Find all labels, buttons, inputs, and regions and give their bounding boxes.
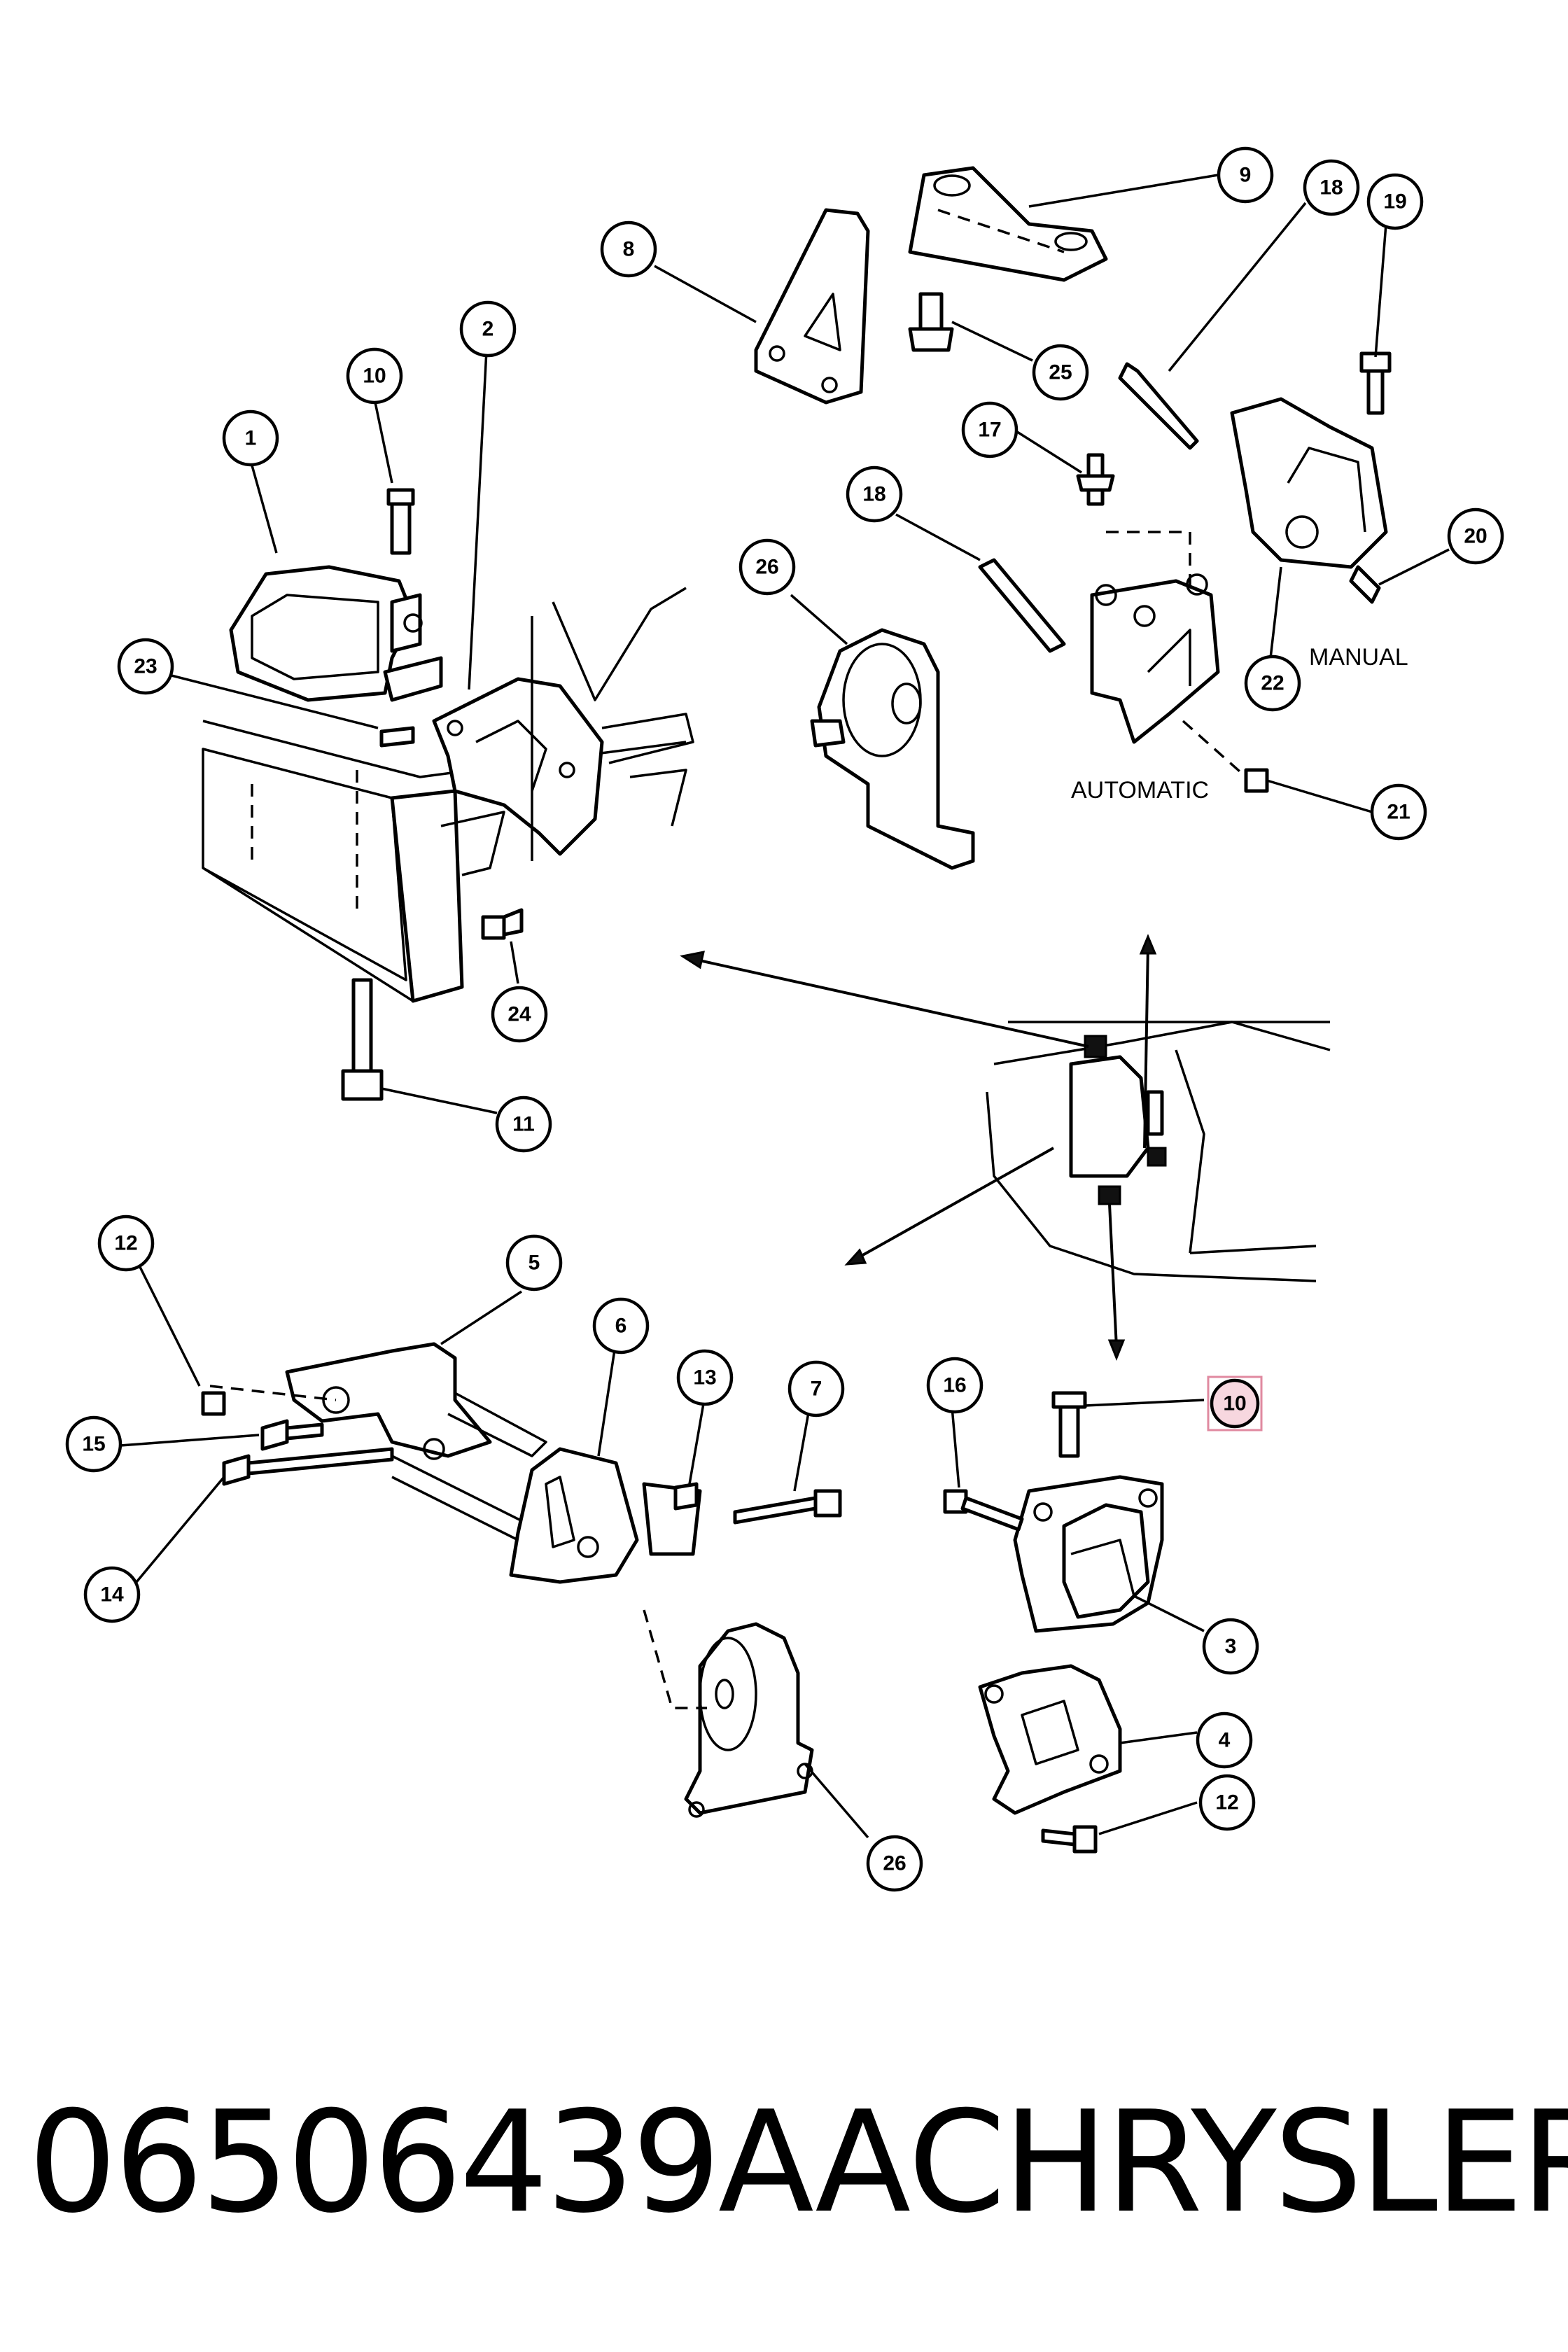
svg-text:18: 18 bbox=[862, 483, 886, 506]
bracket-2-drawing bbox=[432, 587, 694, 876]
svg-text:3: 3 bbox=[1225, 1635, 1237, 1658]
svg-text:10: 10 bbox=[363, 365, 386, 388]
svg-text:26: 26 bbox=[883, 1852, 906, 1875]
svg-text:10: 10 bbox=[1223, 1392, 1246, 1415]
svg-text:13: 13 bbox=[693, 1366, 716, 1390]
svg-text:20: 20 bbox=[1464, 525, 1487, 548]
svg-text:11: 11 bbox=[512, 1113, 535, 1136]
svg-text:14: 14 bbox=[100, 1583, 124, 1606]
callout-9: 9 bbox=[1217, 146, 1274, 204]
manual-mount-drawing bbox=[1118, 351, 1392, 604]
callout-22: 22 bbox=[1244, 654, 1301, 712]
part-number: 06506439AA bbox=[28, 2081, 911, 2244]
bracket-4-drawing bbox=[978, 1664, 1122, 1854]
callout-4: 4 bbox=[1196, 1712, 1253, 1769]
svg-text:5: 5 bbox=[528, 1252, 540, 1275]
callout-20: 20 bbox=[1447, 507, 1504, 565]
callout-18-automatic: 18 bbox=[846, 465, 903, 523]
callout-21: 21 bbox=[1370, 783, 1427, 841]
brand-name: CHRYSLER bbox=[908, 2081, 1568, 2244]
callout-10-highlighted[interactable]: 10 bbox=[1207, 1376, 1263, 1432]
svg-text:16: 16 bbox=[943, 1374, 966, 1397]
svg-text:25: 25 bbox=[1049, 361, 1072, 384]
automatic-mount-drawing bbox=[978, 453, 1269, 793]
callout-25: 25 bbox=[1032, 344, 1089, 401]
svg-text:19: 19 bbox=[1383, 190, 1406, 214]
svg-text:2: 2 bbox=[482, 318, 494, 341]
callout-1: 1 bbox=[222, 410, 279, 467]
bolt-23-drawing bbox=[379, 726, 415, 748]
leader-lines bbox=[120, 174, 1450, 1839]
crossmember-5-drawing bbox=[209, 1342, 547, 1541]
svg-text:8: 8 bbox=[623, 238, 635, 261]
svg-text:15: 15 bbox=[82, 1433, 105, 1456]
part-footer: 06506439AA CHRYSLER bbox=[28, 2079, 1568, 2247]
callout-6: 6 bbox=[592, 1297, 650, 1354]
callout-23: 23 bbox=[117, 638, 174, 695]
svg-text:12: 12 bbox=[1215, 1791, 1238, 1814]
callout-11: 11 bbox=[495, 1096, 552, 1153]
callout-12-left: 12 bbox=[97, 1214, 155, 1272]
callout-15: 15 bbox=[65, 1415, 122, 1473]
bracket-9-drawing bbox=[908, 166, 1108, 282]
svg-text:21: 21 bbox=[1387, 801, 1410, 824]
bolt-25-drawing bbox=[908, 292, 954, 352]
svg-text:26: 26 bbox=[755, 556, 778, 579]
vehicle-overview-drawing bbox=[986, 1021, 1331, 1282]
callout-12-right: 12 bbox=[1198, 1774, 1256, 1831]
svg-text:24: 24 bbox=[507, 1003, 531, 1026]
callout-24: 24 bbox=[491, 986, 548, 1043]
bracket-8-drawing bbox=[754, 208, 870, 405]
callout-17: 17 bbox=[961, 401, 1018, 458]
callout-5: 5 bbox=[505, 1234, 563, 1292]
svg-text:22: 22 bbox=[1261, 672, 1284, 695]
callout-10-upper: 10 bbox=[346, 347, 403, 405]
location-arrows bbox=[680, 934, 1157, 1362]
callout-18-manual: 18 bbox=[1303, 159, 1360, 216]
svg-text:6: 6 bbox=[615, 1315, 627, 1338]
svg-text:17: 17 bbox=[978, 419, 1001, 442]
svg-text:12: 12 bbox=[114, 1232, 137, 1255]
callout-8: 8 bbox=[600, 220, 657, 278]
bracket-6-drawing bbox=[509, 1447, 702, 1584]
isolator-26-lower-drawing bbox=[643, 1609, 814, 1818]
callout-7: 7 bbox=[788, 1360, 845, 1418]
callout-13: 13 bbox=[676, 1349, 734, 1406]
callout-26-upper: 26 bbox=[738, 538, 796, 596]
isolator-26-upper-drawing bbox=[810, 628, 975, 870]
lower-bolts-drawing bbox=[201, 1391, 842, 1525]
svg-text:1: 1 bbox=[245, 427, 257, 450]
callout-3: 3 bbox=[1202, 1618, 1259, 1675]
svg-text:18: 18 bbox=[1320, 176, 1343, 200]
callout-14: 14 bbox=[83, 1566, 141, 1623]
svg-text:9: 9 bbox=[1240, 164, 1252, 187]
callout-19: 19 bbox=[1366, 173, 1424, 230]
stud-11-drawing bbox=[341, 978, 384, 1101]
automatic-label: AUTOMATIC bbox=[1071, 777, 1209, 804]
mount-3-drawing bbox=[943, 1391, 1164, 1633]
svg-text:4: 4 bbox=[1219, 1729, 1231, 1752]
bolt-10-upper-drawing bbox=[386, 488, 415, 555]
callout-16: 16 bbox=[926, 1357, 983, 1414]
svg-text:7: 7 bbox=[811, 1378, 822, 1401]
frame-rail-drawing bbox=[202, 720, 687, 1003]
manual-label: MANUAL bbox=[1309, 644, 1408, 671]
mount-1-drawing bbox=[229, 565, 443, 702]
bolt-24-drawing bbox=[481, 908, 524, 940]
callout-26-lower: 26 bbox=[866, 1835, 923, 1892]
callout-2: 2 bbox=[459, 300, 517, 358]
svg-text:23: 23 bbox=[134, 655, 157, 678]
